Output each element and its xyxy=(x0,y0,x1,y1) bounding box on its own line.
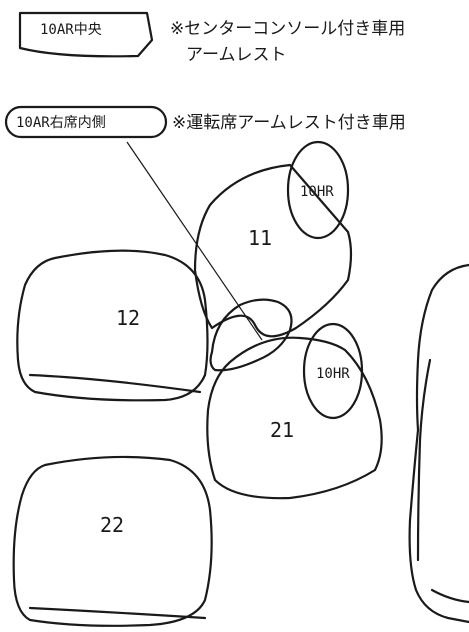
leader-line xyxy=(126,141,263,341)
headrest-top-label: 10HR xyxy=(300,184,334,200)
right-side-partial-piece xyxy=(408,263,469,624)
center-armrest-tag-label: 10AR中央 xyxy=(40,22,102,38)
headrest-top xyxy=(286,140,350,240)
piece-21-label: 21 xyxy=(270,418,294,442)
right-side-partial-bottom xyxy=(430,588,469,604)
headrest-bottom xyxy=(302,322,364,420)
seat-cushion-22 xyxy=(12,455,213,627)
center-armrest-note-line2: アームレスト xyxy=(186,45,286,65)
center-armrest-tag-shape xyxy=(18,11,154,58)
right-side-partial-piece-inner xyxy=(416,358,432,562)
piece-12-label: 12 xyxy=(116,306,140,330)
headrest-bottom-label: 10HR xyxy=(316,366,350,382)
seat-cushion-22-front xyxy=(28,606,207,620)
right-inner-armrest-tag-shape xyxy=(4,105,168,139)
center-armrest-note-line1: ※センターコンソール付き車用 xyxy=(170,19,405,39)
seat-cushion-12-front xyxy=(28,373,202,394)
seat-back-lower-21 xyxy=(206,336,383,500)
piece-11-label: 11 xyxy=(248,226,272,250)
seat-cushion-12 xyxy=(16,249,209,402)
driver-armrest-piece xyxy=(209,298,293,372)
piece-22-label: 22 xyxy=(100,513,124,537)
right-inner-armrest-note: ※運転席アームレスト付き車用 xyxy=(172,113,406,133)
right-inner-armrest-tag-label: 10AR右席内側 xyxy=(16,115,106,131)
